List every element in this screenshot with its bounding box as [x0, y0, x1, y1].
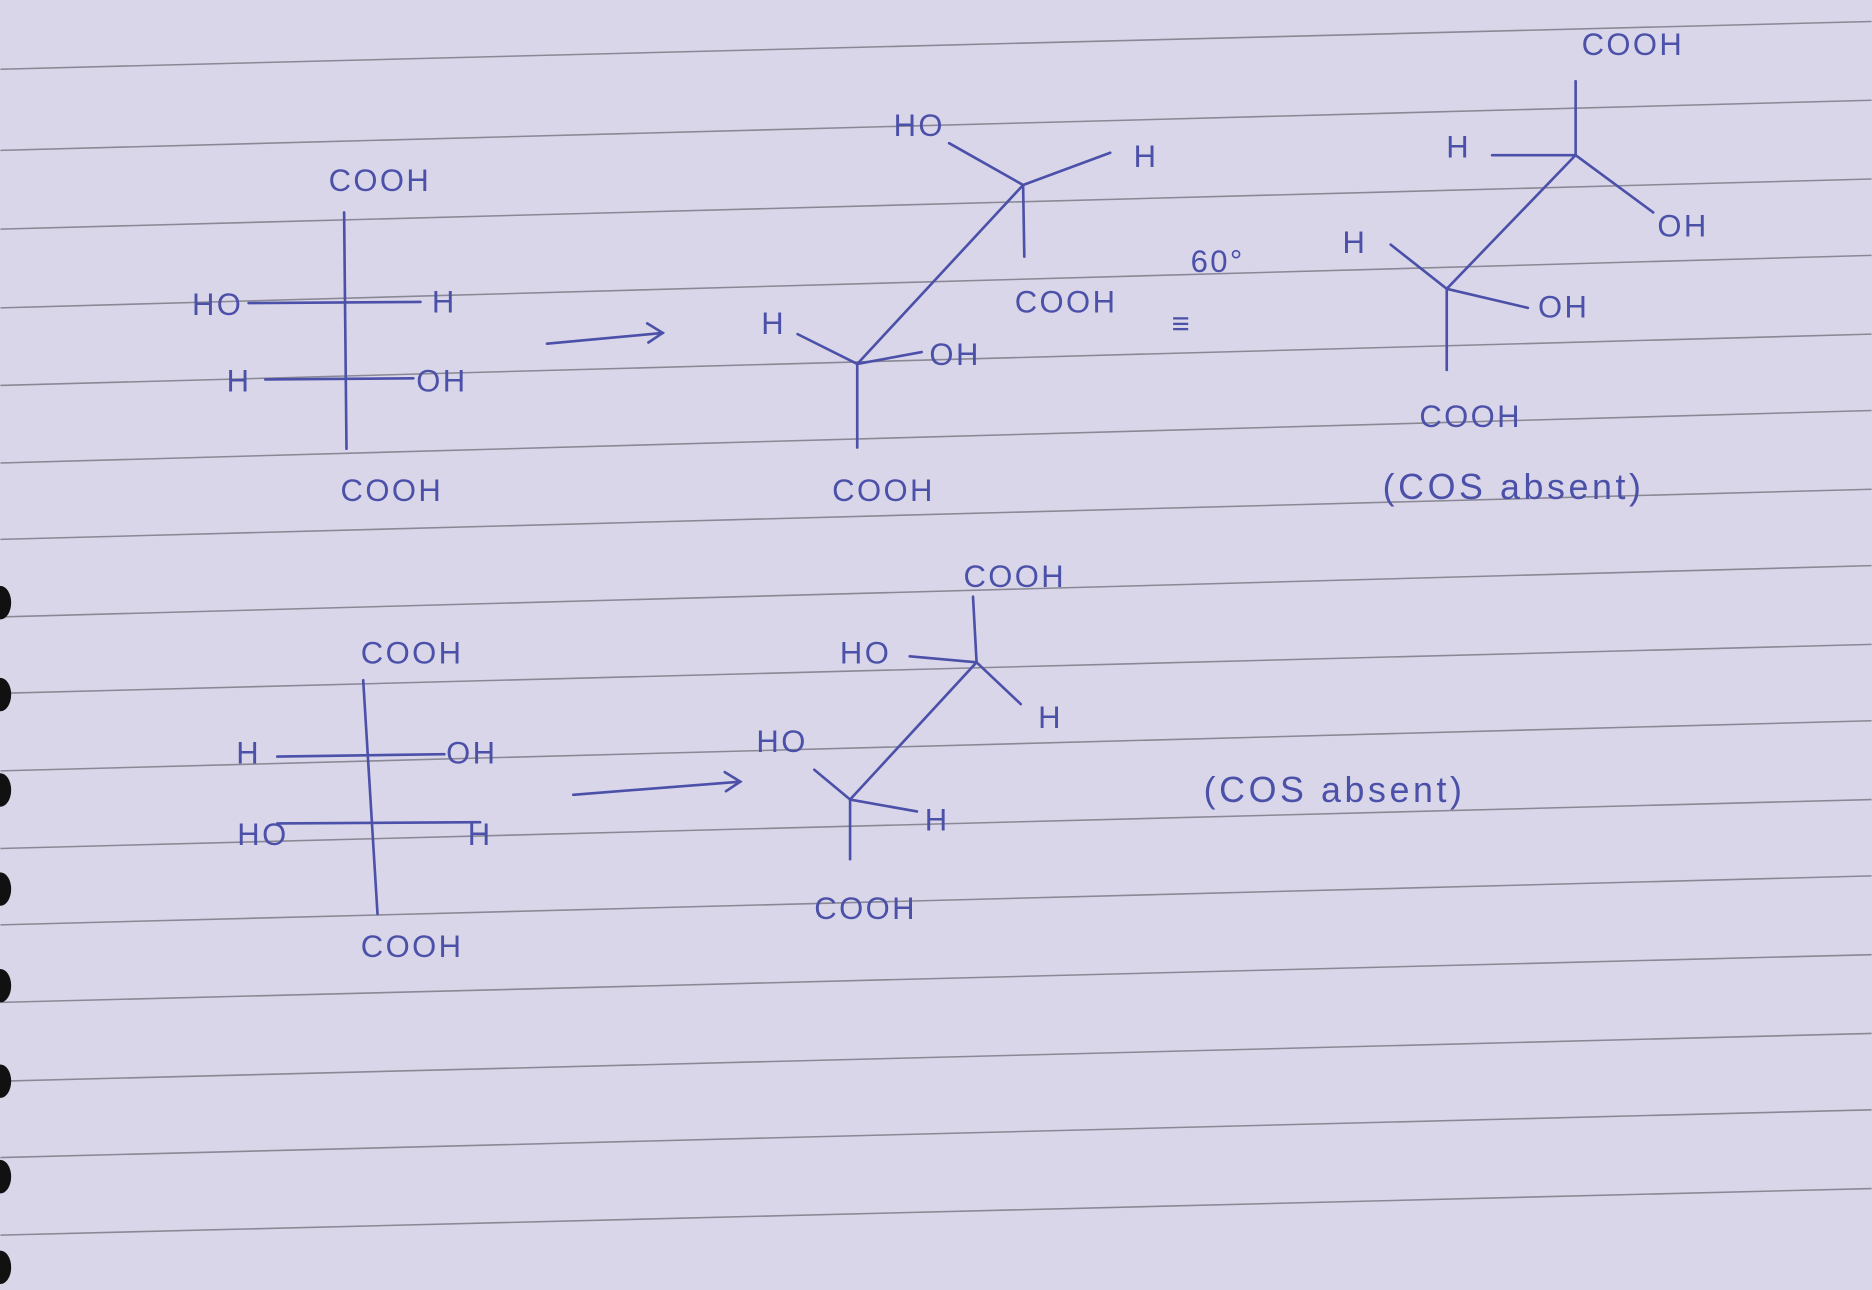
- fischer-projection-2: COOH H OH HO H COOH: [236, 635, 497, 964]
- label: OH: [416, 363, 467, 398]
- equivalent-sign: ≡: [1172, 306, 1192, 341]
- binder-holes: [0, 585, 12, 1285]
- label: OH: [446, 736, 497, 771]
- label: H: [432, 285, 457, 320]
- label: HO: [840, 635, 891, 670]
- sawhorse-1b: COOH H OH H OH COOH (COS absent): [1342, 27, 1708, 507]
- sawhorse-2: COOH HO H HO H COOH: [756, 559, 1066, 926]
- label: COOH: [329, 163, 432, 198]
- sawhorse-1a: HO H COOH H OH COOH: [761, 108, 1159, 508]
- label: COOH: [1015, 285, 1118, 320]
- label: HO: [237, 817, 288, 852]
- label: H: [236, 736, 261, 771]
- label: H: [1342, 225, 1367, 260]
- label: H: [1446, 130, 1471, 165]
- label: H: [1134, 139, 1159, 174]
- arrow-2: [571, 770, 743, 797]
- label: H: [925, 803, 950, 838]
- label: HO: [192, 287, 243, 322]
- label: HO: [756, 724, 807, 759]
- label: OH: [1538, 289, 1589, 324]
- label: COOH: [361, 929, 464, 964]
- label: COOH: [814, 891, 917, 926]
- cos-absent-note-2: (COS absent): [1204, 770, 1466, 810]
- fischer-projection-1: COOH HO H H OH COOH: [192, 163, 467, 508]
- label: HO: [894, 108, 945, 143]
- label: COOH: [1419, 399, 1522, 434]
- label: COOH: [1582, 27, 1685, 62]
- label: H: [1038, 700, 1063, 735]
- label: H: [468, 817, 493, 852]
- label: H: [761, 306, 786, 341]
- label: OH: [1657, 208, 1708, 243]
- cos-absent-note-1: (COS absent): [1383, 467, 1645, 507]
- label: COOH: [963, 559, 1066, 594]
- ruled-lines: [0, 20, 1872, 1236]
- label: COOH: [361, 635, 464, 670]
- label: COOH: [832, 473, 935, 508]
- label: COOH: [341, 473, 444, 508]
- label: OH: [929, 337, 980, 372]
- label: H: [227, 363, 252, 398]
- rotation-angle: 60°: [1191, 244, 1245, 279]
- arrow-1: [545, 322, 666, 345]
